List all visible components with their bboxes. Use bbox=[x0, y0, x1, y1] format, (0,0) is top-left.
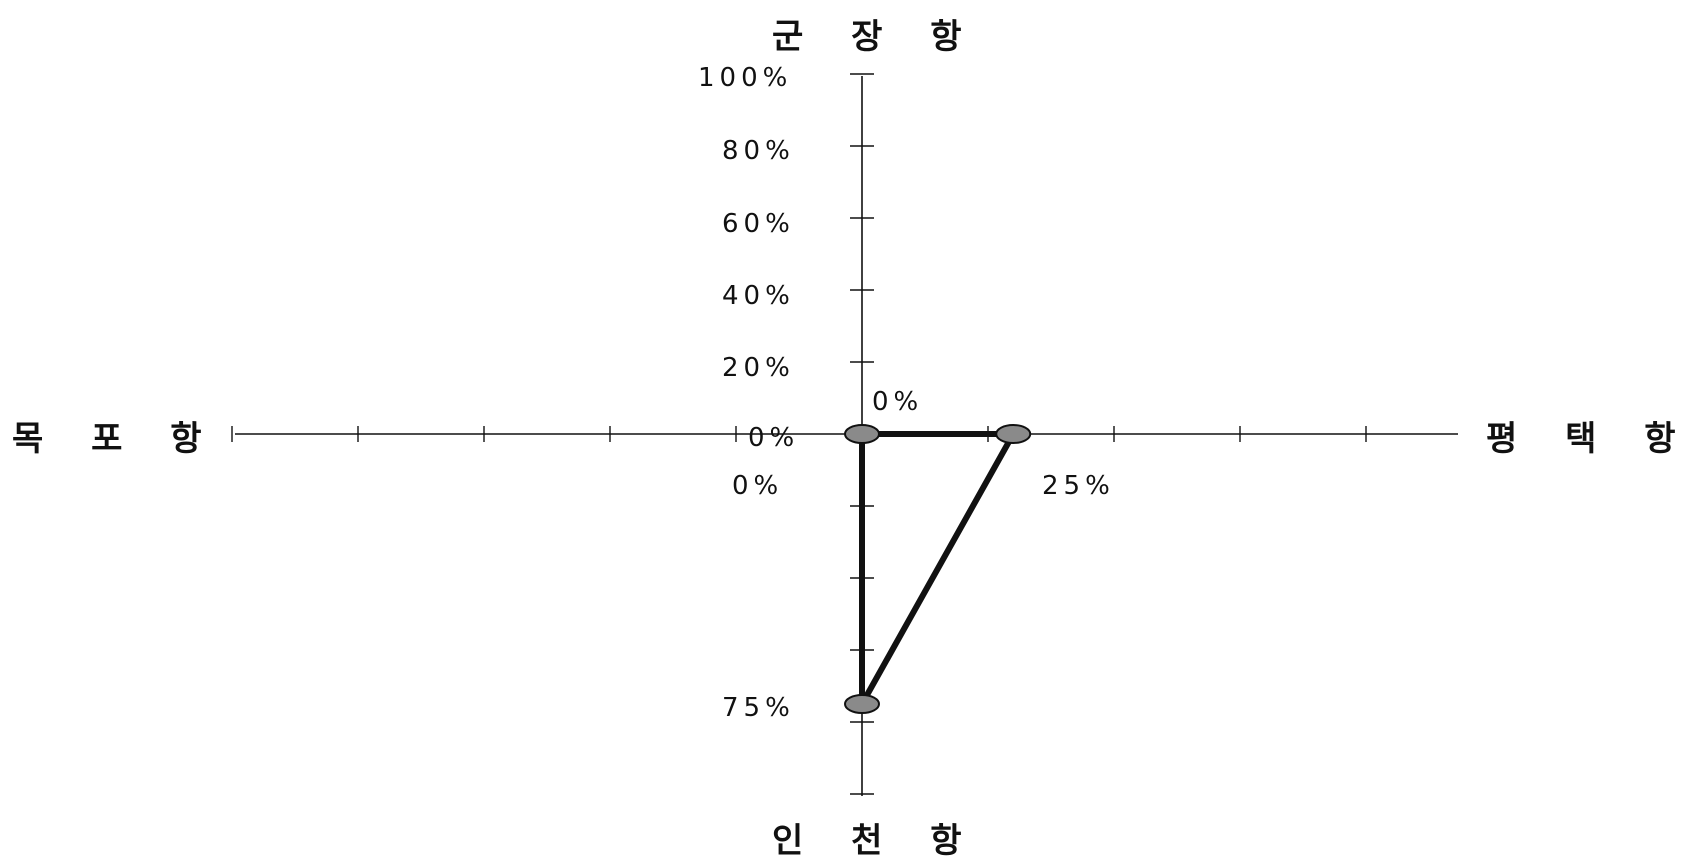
axis-label-left: 목 포 항 bbox=[12, 419, 220, 459]
y-tick-label: 40% bbox=[722, 281, 795, 311]
axis-label-top: 군 장 항 bbox=[772, 17, 980, 57]
y-tick-label: 80% bbox=[722, 136, 795, 166]
data-point bbox=[995, 424, 1032, 444]
data-point bbox=[844, 424, 880, 444]
annotation-label: 0% bbox=[872, 387, 923, 417]
data-point bbox=[844, 694, 880, 714]
y-tick-label: 60% bbox=[722, 209, 795, 239]
axis-label-bottom: 인 천 항 bbox=[772, 821, 980, 858]
point-label: 25% bbox=[1042, 471, 1115, 501]
y-tick-label: 0% bbox=[748, 423, 799, 453]
series-segment bbox=[859, 431, 1017, 707]
data-points bbox=[844, 424, 1032, 714]
series-lines bbox=[859, 431, 1017, 707]
y-tick-label: 20% bbox=[722, 353, 795, 383]
y-tick-label: 100% bbox=[698, 63, 792, 93]
annotation-label: 0% bbox=[732, 471, 783, 501]
axis-label-right: 평 택 항 bbox=[1486, 419, 1684, 459]
point-label: 75% bbox=[722, 693, 795, 723]
